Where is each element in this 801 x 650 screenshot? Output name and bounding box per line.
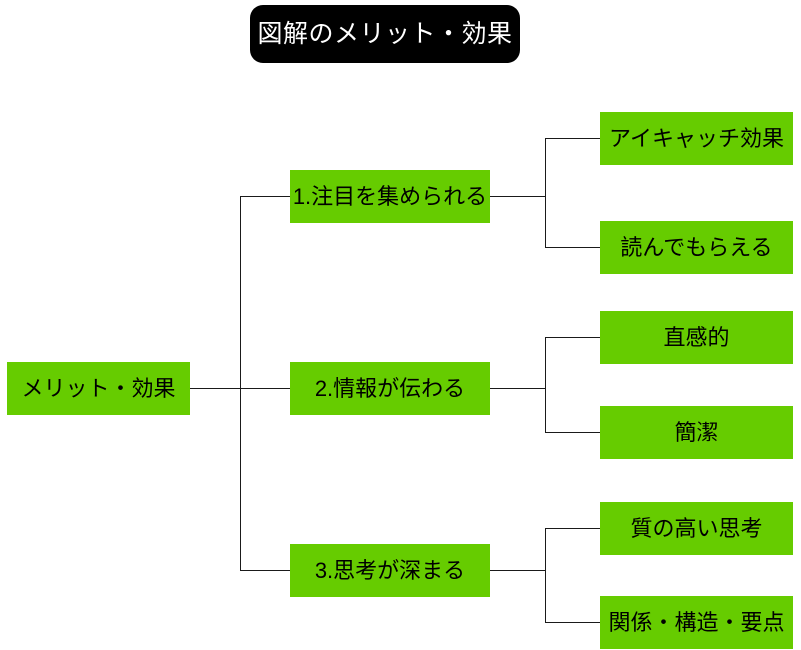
connector-branch-1-to-subspine [490, 196, 545, 197]
node-branch-3[interactable]: 3.思考が深まる [290, 544, 490, 597]
node-branch-1[interactable]: 1.注目を集められる [290, 170, 490, 223]
node-leaf-3a[interactable]: 質の高い思考 [600, 502, 793, 555]
node-leaf-2b-label: 簡潔 [674, 419, 719, 445]
node-leaf-1a[interactable]: アイキャッチ効果 [600, 112, 793, 165]
node-leaf-1b-label: 読んでもらえる [620, 234, 773, 260]
node-branch-2[interactable]: 2.情報が伝わる [290, 362, 490, 415]
connector-subspine-2-to-leaf-a [545, 337, 600, 338]
connector-subspine-3-to-leaf-a [545, 528, 600, 529]
connector-subspine-2 [545, 337, 546, 432]
node-root[interactable]: メリット・効果 [7, 362, 190, 415]
diagram-title-box: 図解のメリット・効果 [250, 5, 520, 63]
connector-subspine-1 [545, 138, 546, 248]
connector-spine-to-branch-1 [240, 196, 290, 197]
node-leaf-3a-label: 質の高い思考 [630, 515, 763, 541]
connector-subspine-3-to-leaf-b [545, 622, 600, 623]
node-branch-1-label: 1.注目を集められる [292, 183, 488, 209]
node-root-label: メリット・効果 [21, 375, 176, 401]
node-leaf-2b[interactable]: 簡潔 [600, 406, 793, 459]
connector-branch-3-to-subspine [490, 570, 545, 571]
connector-main-spine [240, 196, 241, 571]
connector-subspine-1-to-leaf-a [545, 138, 600, 139]
connector-subspine-2-to-leaf-b [545, 432, 600, 433]
connector-subspine-3 [545, 528, 546, 622]
connector-subspine-1-to-leaf-b [545, 247, 600, 248]
connector-branch-2-to-subspine [490, 388, 545, 389]
page-title: 図解のメリット・効果 [257, 19, 513, 48]
node-leaf-2a[interactable]: 直感的 [600, 311, 793, 364]
connector-spine-to-branch-3 [240, 570, 290, 571]
node-leaf-1b[interactable]: 読んでもらえる [600, 221, 793, 274]
node-leaf-3b[interactable]: 関係・構造・要点 [600, 596, 793, 649]
node-branch-2-label: 2.情報が伝わる [314, 375, 466, 401]
node-leaf-3b-label: 関係・構造・要点 [608, 609, 785, 635]
node-branch-3-label: 3.思考が深まる [314, 557, 466, 583]
node-leaf-1a-label: アイキャッチ効果 [609, 125, 784, 151]
node-leaf-2a-label: 直感的 [663, 324, 730, 350]
